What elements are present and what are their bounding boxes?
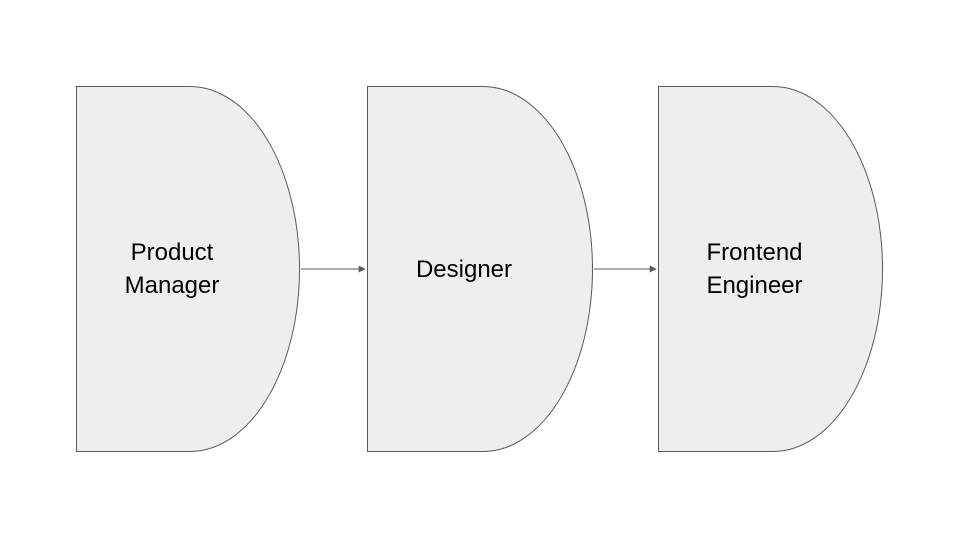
shape-frontend-engineer[interactable]: Frontend Engineer (658, 86, 883, 452)
shape-product-manager[interactable]: Product Manager (76, 86, 300, 452)
shape-designer[interactable]: Designer (367, 86, 593, 452)
shape-label: Product Manager (124, 239, 220, 299)
shape-label: Frontend Engineer (706, 239, 803, 299)
shape-label: Designer (415, 255, 513, 283)
